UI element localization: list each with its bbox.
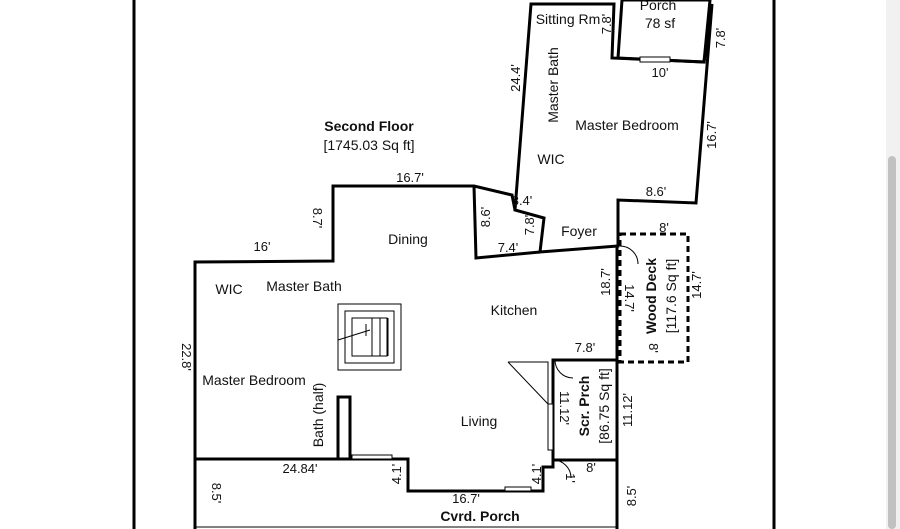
room-master-bedroom-upper: Master Bedroom xyxy=(575,117,678,133)
dim-label: 7.8' xyxy=(575,340,596,355)
dining-notch-wall xyxy=(472,185,541,260)
dim-label: 8' xyxy=(586,460,596,475)
page-frame xyxy=(132,0,776,529)
dim-label: 14.7' xyxy=(689,271,704,299)
dim-label: 8' xyxy=(646,343,661,353)
room-master-bath-upper: Master Bath xyxy=(545,47,561,122)
room-foyer: Foyer xyxy=(561,223,597,239)
dim-label: 8.6' xyxy=(646,184,667,199)
porch-wall xyxy=(616,0,712,64)
window-icon xyxy=(639,56,671,63)
dim-label: 7.4' xyxy=(498,240,519,255)
scrollbar-thumb[interactable] xyxy=(888,156,896,529)
room-sitting-rm: Sitting Rm xyxy=(536,11,601,27)
window-icon xyxy=(504,486,532,492)
dim-label: 16.7' xyxy=(704,121,719,149)
porch-door-arc-icon xyxy=(554,359,574,379)
room-porch: Porch xyxy=(640,0,677,13)
dim-label: 10' xyxy=(652,65,669,80)
dim-label: 16.7' xyxy=(396,170,424,185)
dim-label: 4.1' xyxy=(389,464,404,485)
dim-label: 4.1' xyxy=(529,464,544,485)
room-scr-prch: Scr. Prch xyxy=(576,376,592,437)
door-swing-icon xyxy=(507,361,549,405)
room-wic-left: WIC xyxy=(215,281,242,297)
room-bath-half: Bath (half) xyxy=(310,383,326,448)
window-icon xyxy=(351,454,393,460)
room-wic-upper: WIC xyxy=(537,151,564,167)
window-icon xyxy=(547,403,554,451)
dim-label: 7.8' xyxy=(713,28,728,49)
dim-label: 16' xyxy=(254,239,271,254)
dim-label: 18.7' xyxy=(598,268,613,296)
dim-label: 24.84' xyxy=(282,461,317,476)
dim-label: 8.5' xyxy=(209,483,224,504)
floor-title: Second Floor xyxy=(324,118,414,134)
dim-label: 24.4' xyxy=(508,64,523,92)
room-master-bedroom-left: Master Bedroom xyxy=(202,372,305,388)
floor-area: [1745.03 Sq ft] xyxy=(323,137,414,153)
room-living: Living xyxy=(461,413,498,429)
dim-label: 8.6' xyxy=(478,207,493,228)
porch-door-arc-lower-icon xyxy=(552,459,572,479)
main-wall xyxy=(193,184,619,493)
dim-label: 14.7' xyxy=(622,284,637,312)
room-porch-area: 78 sf xyxy=(645,15,675,31)
room-master-bath-left: Master Bath xyxy=(266,278,341,294)
dim-label: 7.8' xyxy=(522,215,537,236)
room-wood-deck-area: [117.6 Sq ft] xyxy=(663,259,679,333)
room-scr-prch-area: [86.75 Sq ft] xyxy=(596,368,612,444)
room-dining: Dining xyxy=(388,231,428,247)
dim-label: 3.4' xyxy=(512,193,533,208)
dim-label: 1' xyxy=(563,473,578,483)
dim-label: 16.7' xyxy=(452,491,480,506)
room-wood-deck: Wood Deck xyxy=(643,258,659,334)
dim-label: 8.7' xyxy=(310,208,325,229)
room-cvrd-porch: Cvrd. Porch xyxy=(440,508,519,524)
foyer-door-arc-icon xyxy=(619,245,639,265)
upper-wing-wall xyxy=(513,2,714,254)
dim-label: 7.8' xyxy=(599,14,614,35)
room-kitchen: Kitchen xyxy=(491,302,538,318)
stairs-icon xyxy=(337,303,402,371)
dim-label: 8' xyxy=(659,220,669,235)
dim-label: 22.8' xyxy=(179,343,194,371)
wood-deck-outline xyxy=(618,232,690,364)
dim-label: 11.12' xyxy=(557,391,572,425)
dim-label: 8.5' xyxy=(624,486,639,507)
half-bath-wall xyxy=(336,395,352,461)
dim-label: 11.12' xyxy=(620,393,635,427)
